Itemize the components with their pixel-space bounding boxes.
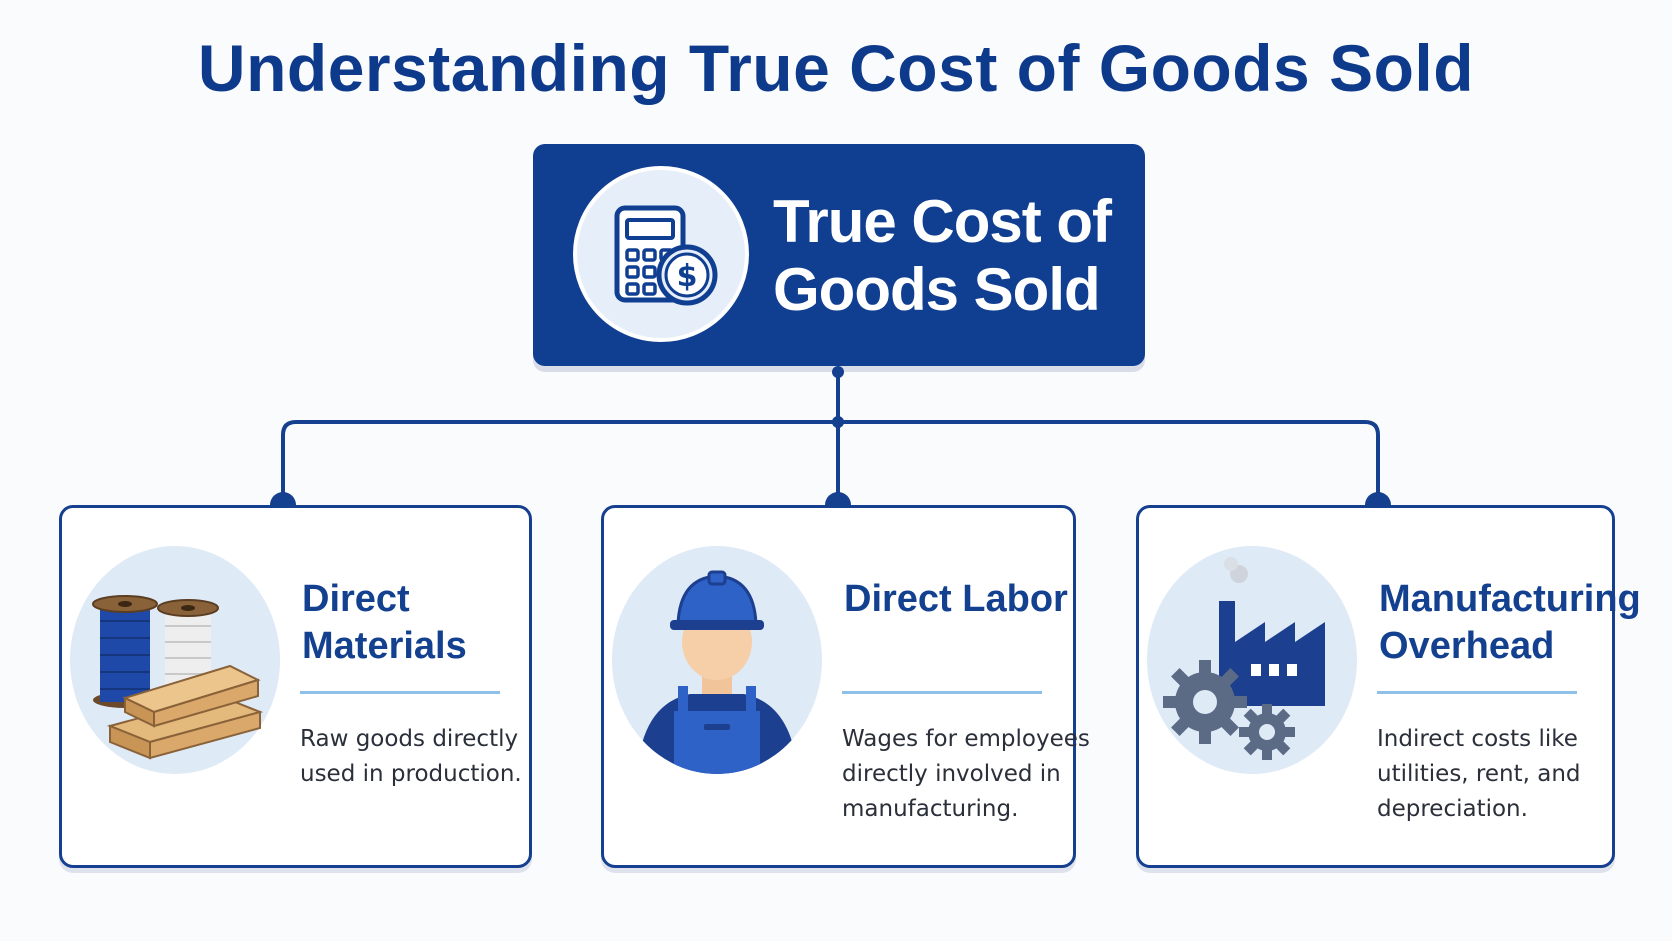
hero-label: True Cost of Goods Sold — [773, 188, 1112, 323]
page-title: Understanding True Cost of Goods Sold — [197, 31, 1475, 105]
card-title: Direct Labor — [844, 578, 1068, 620]
svg-text:$: $ — [677, 259, 698, 294]
card-description: Wages for employees directly involved in… — [842, 726, 1090, 822]
card-manufacturing-overhead: Manufacturing Overhead Indirect costs li… — [1136, 505, 1641, 868]
factory-gears-icon — [1147, 546, 1357, 774]
calculator-dollar-icon: $ — [573, 166, 749, 342]
card-title: Direct Materials — [302, 578, 467, 667]
hero-box: $ True Cost of Goods Sold — [533, 144, 1145, 366]
card-direct-labor: Direct Labor Wages for employees directl… — [601, 505, 1090, 868]
spools-and-lumber-icon — [70, 546, 280, 774]
worker-icon — [612, 546, 822, 774]
hero-anchor-dot — [832, 366, 844, 378]
card-divider — [1377, 691, 1577, 694]
card-direct-materials: Direct Materials Raw goods directly used… — [59, 505, 532, 868]
card-description: Indirect costs like utilities, rent, and… — [1377, 726, 1581, 822]
card-divider — [842, 691, 1042, 694]
card-description: Raw goods directly used in production. — [300, 726, 522, 787]
card-divider — [300, 691, 500, 694]
junction-dot — [832, 416, 844, 428]
card-title: Manufacturing Overhead — [1379, 578, 1641, 667]
